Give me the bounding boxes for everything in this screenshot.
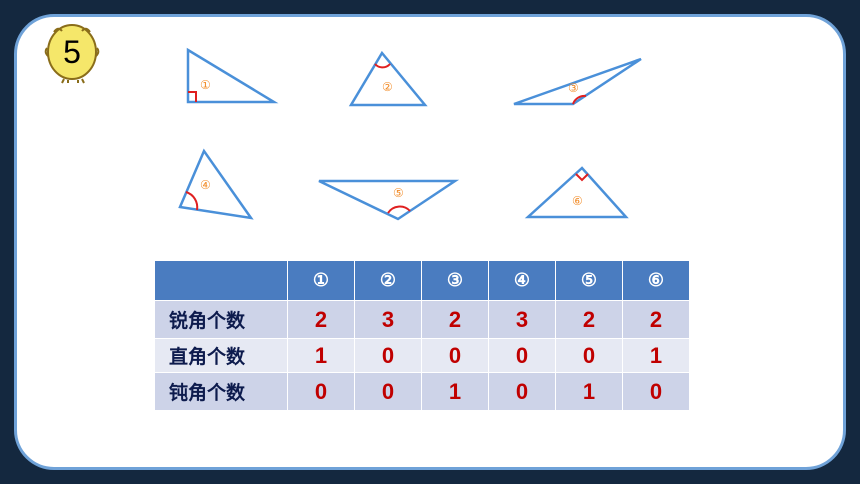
triangle-3-label: ③ bbox=[568, 81, 579, 95]
table-cell: 3 bbox=[354, 300, 422, 339]
table-cell: 1 bbox=[622, 338, 690, 373]
table-cell: 0 bbox=[488, 338, 556, 373]
right-angle-mark bbox=[188, 91, 197, 102]
table-cell: 0 bbox=[488, 372, 556, 411]
table-cell: 2 bbox=[421, 300, 489, 339]
table-cell: 3 bbox=[488, 300, 556, 339]
table-cell: 2 bbox=[555, 300, 623, 339]
problem-number: 5 bbox=[63, 34, 81, 70]
triangle-6: ⑥ bbox=[524, 166, 629, 219]
table-header-row: ① ② ③ ④ ⑤ ⑥ bbox=[154, 260, 690, 301]
row-label: 直角个数 bbox=[154, 338, 288, 373]
table-cell: 2 bbox=[622, 300, 690, 339]
chick-icon bbox=[44, 24, 100, 84]
problem-number-badge: 5 bbox=[44, 22, 100, 84]
table-corner bbox=[154, 260, 288, 301]
column-header: ⑤ bbox=[555, 260, 623, 301]
triangle-4: ④ bbox=[178, 148, 254, 220]
table-cell: 0 bbox=[354, 372, 422, 411]
column-header: ③ bbox=[421, 260, 489, 301]
table-cell: 1 bbox=[287, 338, 355, 373]
table-row-acute: 锐角个数 2 3 2 3 2 2 bbox=[154, 300, 690, 339]
row-label: 钝角个数 bbox=[154, 372, 288, 411]
triangle-1: ① bbox=[186, 47, 279, 104]
triangle-5: ⑤ bbox=[318, 179, 460, 221]
triangle-5-label: ⑤ bbox=[393, 186, 404, 200]
column-header: ④ bbox=[488, 260, 556, 301]
table-row-right: 直角个数 1 0 0 0 0 1 bbox=[154, 338, 690, 373]
table-row-obtuse: 钝角个数 0 0 1 0 1 0 bbox=[154, 372, 690, 411]
angle-mark bbox=[185, 191, 199, 211]
column-header: ⑥ bbox=[622, 260, 690, 301]
obtuse-angle-mark bbox=[572, 94, 587, 105]
triangle-4-label: ④ bbox=[200, 178, 211, 192]
obtuse-angle-mark bbox=[387, 205, 411, 214]
table-cell: 0 bbox=[287, 372, 355, 411]
table-cell: 0 bbox=[421, 338, 489, 373]
right-angle-mark bbox=[575, 173, 589, 182]
table-cell: 0 bbox=[622, 372, 690, 411]
triangle-2: ② bbox=[348, 50, 428, 107]
angle-count-table: ① ② ③ ④ ⑤ ⑥ 锐角个数 2 3 2 3 2 2 直角个数 1 0 0 … bbox=[154, 260, 690, 411]
angle-mark bbox=[374, 63, 391, 69]
triangle-6-label: ⑥ bbox=[572, 194, 583, 208]
table-cell: 1 bbox=[421, 372, 489, 411]
triangle-1-label: ① bbox=[200, 78, 211, 92]
table-cell: 2 bbox=[287, 300, 355, 339]
row-label: 锐角个数 bbox=[154, 300, 288, 339]
column-header: ① bbox=[287, 260, 355, 301]
table-cell: 0 bbox=[555, 338, 623, 373]
triangle-3: ③ bbox=[513, 57, 642, 106]
column-header: ② bbox=[354, 260, 422, 301]
table-cell: 1 bbox=[555, 372, 623, 411]
triangle-2-label: ② bbox=[382, 80, 393, 94]
table-cell: 0 bbox=[354, 338, 422, 373]
